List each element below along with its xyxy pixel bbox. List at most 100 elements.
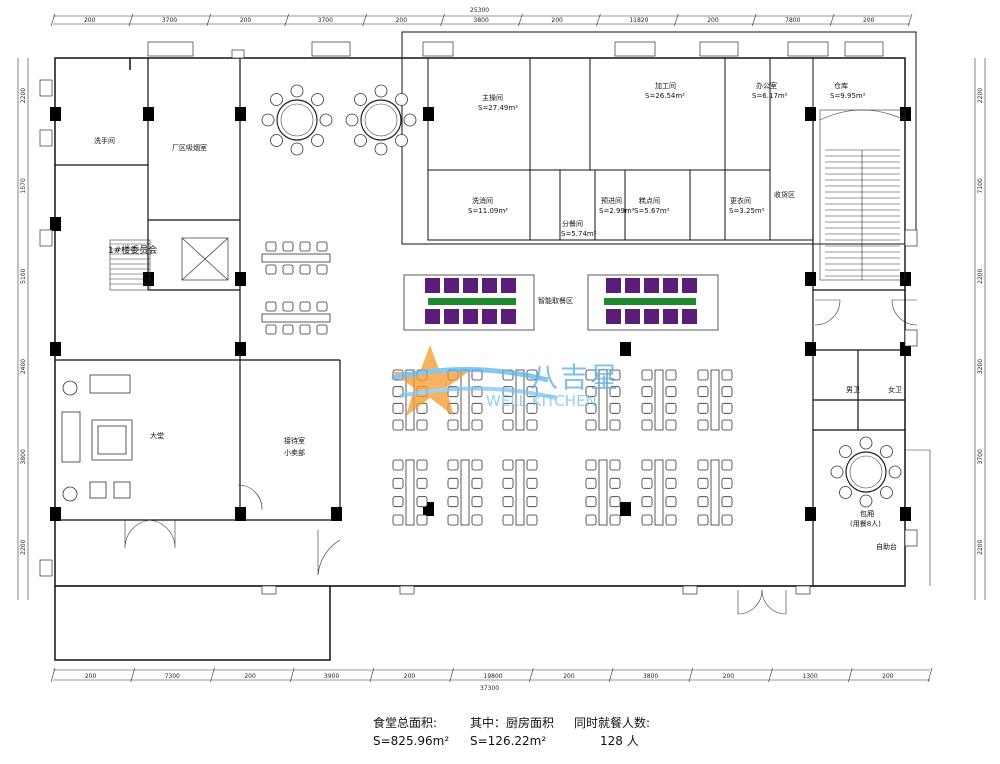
round-table-2 [345,84,417,156]
right-dim-2: 2200 [977,268,984,283]
bottom-dim-10: 200 [882,673,894,680]
pickup-cell [606,278,621,293]
structural-columns [50,107,911,521]
main-kitchen-area: S=27.49m² [478,104,518,112]
top-dim-10: 200 [863,17,875,24]
pickup-cell [463,309,478,324]
pickup-cell [425,309,440,324]
left-dim-5: 2200 [20,539,27,554]
pickup-cell [444,309,459,324]
meal-split-label: 分餐间 [562,219,583,228]
pickup-cell [625,309,640,324]
top-dim-3: 3700 [318,17,333,24]
left-table-1 [261,301,331,335]
smart-pickup-counter-left [403,274,535,331]
pickup-cell [644,309,659,324]
main-hall-dining-tables [392,369,733,526]
top-dim-8: 200 [707,17,719,24]
right-dim-4: 3700 [977,449,984,464]
committee-label: 1#楼委员会 [108,244,157,256]
stairwell [109,109,906,291]
bottom-dim-1: 7300 [165,673,180,680]
column-7 [235,272,246,286]
reception-sub-label: 小卖部 [284,448,305,457]
total-area-label: 食堂总面积: [373,716,438,730]
total-area-block: 食堂总面积: S=825.96m² [373,714,449,750]
private-room-sub: (用餐8人) [850,519,881,528]
bottom-dim-3: 3900 [324,673,339,680]
left-table-0 [261,241,331,275]
column-16 [805,272,816,286]
column-15 [805,107,816,121]
bottom-dim-9: 1300 [802,673,817,680]
storage-label: 仓库 [834,81,848,90]
prep-area: S=26.54m² [645,92,685,100]
right-dim-0: 2200 [977,88,984,103]
pickup-cell [501,309,516,324]
column-4 [143,107,154,121]
top-dim-4: 200 [396,17,408,24]
column-21 [900,507,911,521]
column-18 [805,507,816,521]
watermark-logo [391,345,557,416]
bottom-dim-7: 3800 [643,673,658,680]
column-6 [235,107,246,121]
watermark-brand: 八吉星 [530,361,621,394]
meal-split-area: S=5.74m² [561,230,597,238]
storage-area: S=9.95m² [830,92,866,100]
column-0 [50,107,61,121]
hall-table-1-1 [447,459,483,526]
main-kitchen-label: 主操间 [482,93,503,102]
bottom-dim-8: 200 [723,673,735,680]
top-dim-7: 11820 [629,17,648,24]
bottom-total-dim: 37300 [480,685,499,692]
bottom-dim-5: 19800 [484,673,503,680]
private-room-label: 包厢 [860,509,874,518]
round-tables [261,84,417,156]
pickup-cell [463,278,478,293]
prep-label: 加工间 [655,81,676,90]
office-label: 办公室 [756,81,777,90]
right-dim-3: 3200 [977,359,984,374]
column-3 [50,507,61,521]
column-10 [331,507,342,521]
bottom-dim-6: 200 [563,673,575,680]
top-dim-5: 3800 [474,17,489,24]
private-round-table [830,436,902,508]
room-labels: 洗手间 厂区吸烟室 1#楼委员会 大堂 接待室 小卖部 主操间 S=27.49m… [94,81,902,551]
diners-block: 同时就餐人数: 128 人 [574,714,650,750]
elevator [181,237,229,281]
diners-label: 同时就餐人数: [574,716,651,730]
top-total-dim: 25300 [470,7,489,14]
reception-label: 接待室 [284,436,305,445]
top-dim-1: 3700 [162,17,177,24]
hall-table-1-0 [392,459,428,526]
lobby-label: 大堂 [150,431,164,440]
changing-area: S=3.25m² [729,207,765,215]
hall-table-1-4 [641,459,677,526]
kitchen-area-value: S=126.22m² [470,734,547,748]
round-table-1 [261,84,333,156]
self-service-label: 自助台 [876,542,897,551]
right-dim-5: 2200 [977,539,984,554]
pickup-cell [444,278,459,293]
bottom-dim-0: 200 [85,673,97,680]
dish-wash-area: S=11.09m² [468,207,508,215]
watermark-sub: WELL KITCHEN [486,392,597,410]
hall-table-1-3 [585,459,621,526]
top-dim-6: 200 [551,17,563,24]
pickup-cell [425,278,440,293]
left-dim-0: 2200 [20,88,27,103]
left-dim-3: 2400 [20,359,27,374]
column-9 [235,507,246,521]
washroom-label: 洗手间 [94,136,115,145]
column-13 [620,342,631,356]
doors [124,299,931,615]
pickup-cell [644,278,659,293]
outer-walls [54,31,917,661]
left-dim-1: 1570 [20,178,27,193]
